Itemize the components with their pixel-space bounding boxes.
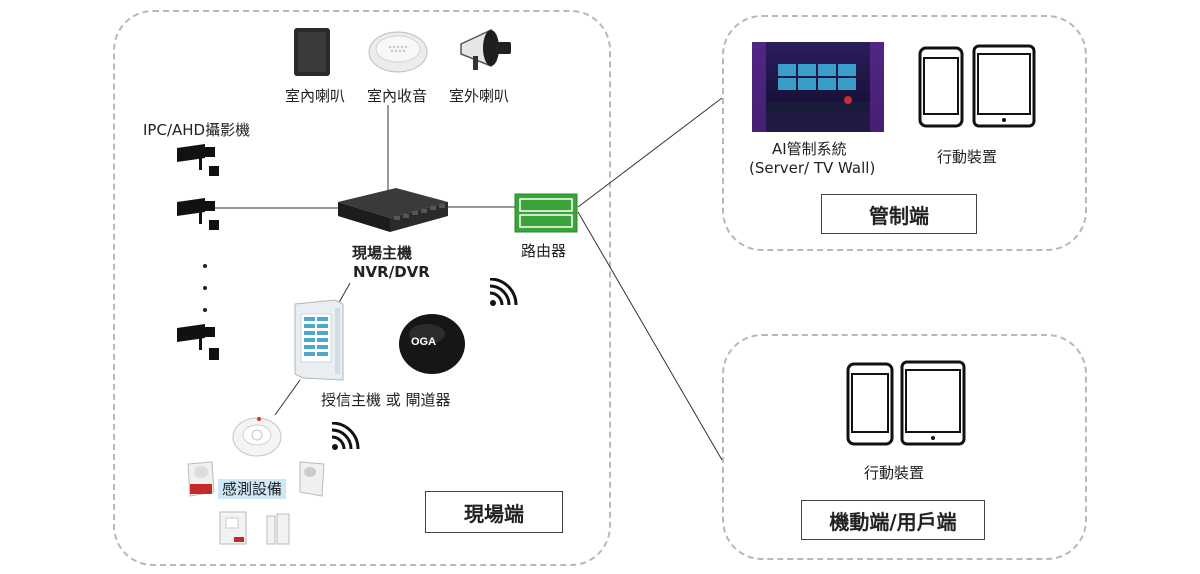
microphone-icon xyxy=(368,31,428,73)
mobile-region xyxy=(722,334,1087,560)
plug-icon xyxy=(219,511,247,545)
smoke-detector-icon xyxy=(232,417,282,457)
pir-sensor-icon xyxy=(299,461,325,497)
alarm-panel-icon xyxy=(294,299,344,381)
speaker-icon xyxy=(294,28,330,76)
tv-wall-image xyxy=(752,42,884,132)
camera-icon xyxy=(177,198,219,230)
site-title-box: 現場端 xyxy=(425,491,563,533)
outdoor-speaker-label: 室外喇叭 xyxy=(449,87,510,105)
gateway-icon: OGA xyxy=(397,312,467,376)
ai-system-label-line1: AI管制系統 xyxy=(772,140,847,158)
control-region xyxy=(722,15,1087,251)
panel-to-sensor-line xyxy=(274,379,301,416)
mobile-device-label: 行動裝置 xyxy=(864,464,925,482)
nvr-label-line1: 現場主機 xyxy=(352,244,413,262)
tablet-icon xyxy=(900,360,966,446)
horn-icon xyxy=(460,28,511,70)
phone-icon xyxy=(846,362,894,446)
camera-label: IPC/AHD攝影機 xyxy=(143,121,251,139)
router-label: 路由器 xyxy=(521,242,567,260)
nvr-label-line2: NVR/DVR xyxy=(353,263,430,281)
router-to-mobile-line xyxy=(577,211,723,461)
camera-icon xyxy=(177,144,219,176)
ai-system-label-line2: (Server/ TV Wall) xyxy=(749,159,876,177)
mobile-title-box: 機動端/用戶端 xyxy=(801,500,985,540)
door-sensor-icon xyxy=(266,513,290,545)
phone-icon xyxy=(918,46,964,128)
sensors-label: 感測設備 xyxy=(218,478,287,499)
camera-icon xyxy=(177,324,219,360)
sensors-label-text: 感測設備 xyxy=(218,479,287,499)
ellipsis-dot xyxy=(203,264,207,268)
wifi-icon xyxy=(331,422,360,450)
nvr-icon xyxy=(338,188,448,232)
tablet-icon xyxy=(972,44,1036,128)
control-title-box: 管制端 xyxy=(821,194,977,234)
control-mobile-label: 行動裝置 xyxy=(937,148,998,166)
gateway-brand-text: OGA xyxy=(411,336,437,348)
siren-icon xyxy=(187,461,215,497)
router-to-control-line xyxy=(577,97,723,208)
site-region xyxy=(113,10,611,566)
wifi-icon xyxy=(489,278,518,306)
ellipsis-dot xyxy=(203,286,207,290)
ellipsis-dot xyxy=(203,308,207,312)
indoor-mic-label: 室內收音 xyxy=(367,87,428,105)
router-icon xyxy=(514,193,578,233)
indoor-speaker-label: 室內喇叭 xyxy=(285,87,346,105)
panel-label: 授信主機 或 閘道器 xyxy=(321,391,451,409)
